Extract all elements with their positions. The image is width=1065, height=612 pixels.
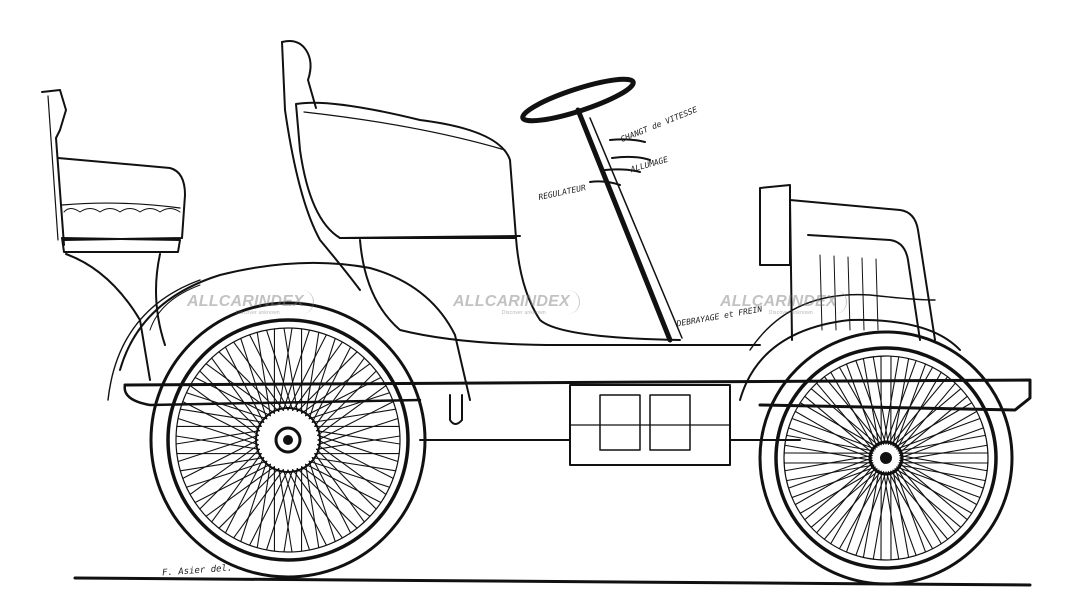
spoke <box>200 371 260 431</box>
spoke <box>257 464 270 547</box>
watermark-brand: ALLCARINDEX <box>187 293 304 310</box>
spoke <box>283 470 309 550</box>
spoke <box>284 328 297 411</box>
spoke <box>312 458 395 471</box>
spoke <box>317 449 377 509</box>
spoke <box>317 436 400 449</box>
front-seat <box>282 41 520 290</box>
spoke <box>176 431 259 444</box>
spoke <box>267 330 293 410</box>
rear-wheel <box>151 303 425 577</box>
bonnet <box>750 185 935 350</box>
front-fender <box>740 320 960 400</box>
spoke <box>200 449 260 509</box>
watermark-tagline: Discover unknown <box>236 310 280 316</box>
spoke <box>284 469 297 552</box>
spoke <box>178 435 258 461</box>
spoke <box>317 431 400 444</box>
spoke <box>219 469 279 529</box>
spoke <box>178 419 258 445</box>
spoke <box>283 330 309 410</box>
spoke <box>176 436 259 449</box>
spoke <box>279 469 292 552</box>
spoke <box>267 470 293 550</box>
spoke <box>297 469 357 529</box>
spoke <box>279 328 292 411</box>
spoke <box>318 435 398 461</box>
spoke <box>180 409 263 422</box>
watermark-brand: ALLCARINDEX <box>720 293 837 310</box>
rear-seat <box>42 90 185 380</box>
watermark-right: ALLCARINDEX Discover unknown <box>720 293 837 311</box>
spoke <box>312 409 395 422</box>
spoke <box>306 464 319 547</box>
watermark-brand: ALLCARINDEX <box>453 293 570 310</box>
watermark-tagline: Discover unknown <box>502 310 546 316</box>
spoke <box>318 419 398 445</box>
spoke <box>180 458 263 471</box>
watermark-center: ALLCARINDEX Discover unknown <box>453 293 570 311</box>
front-wheel <box>760 332 1012 584</box>
watermark-tagline: Discover unknown <box>769 310 813 316</box>
watermark-left: ALLCARINDEX Discover unknown <box>187 293 304 311</box>
